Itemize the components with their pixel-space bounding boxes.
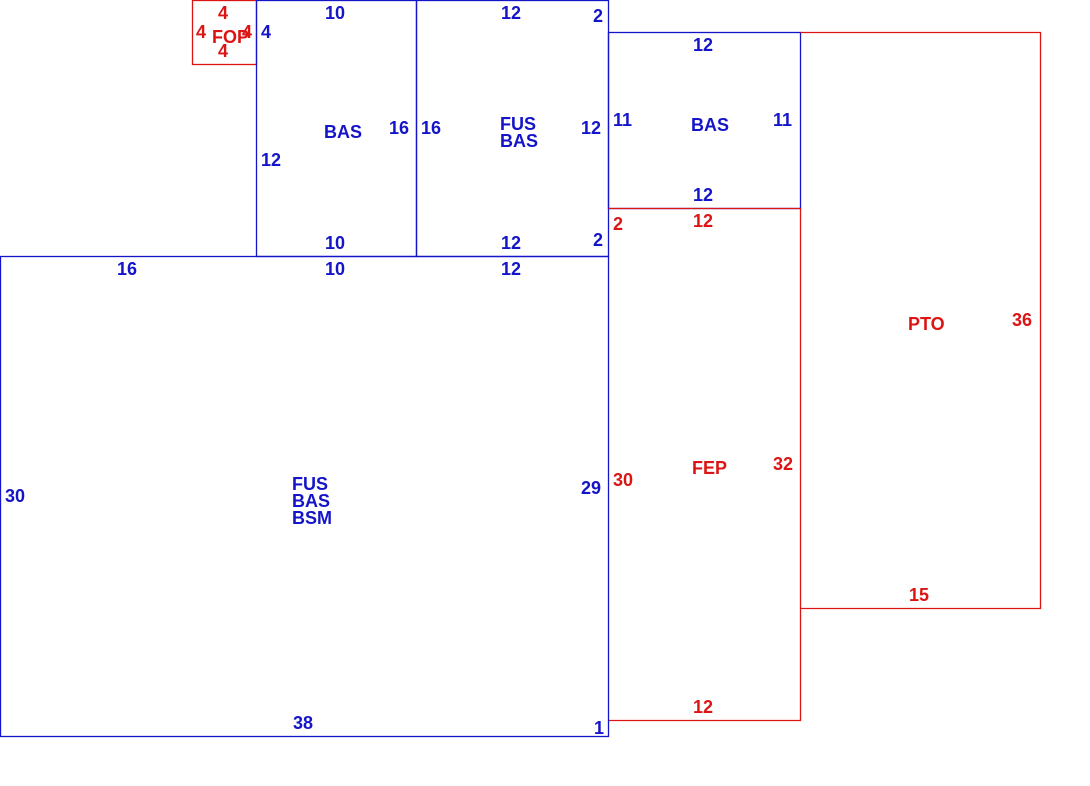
bas-ul-left-dimension-a: 4: [261, 22, 271, 42]
fep-left-dimension: 30: [613, 470, 633, 490]
pto-outline: [800, 31, 1042, 610]
main-bottom-dimension: 38: [293, 713, 313, 733]
fus-left-dimension: 16: [421, 118, 441, 138]
pto-label: PTO: [908, 314, 945, 334]
fep-right-dimension: 32: [773, 454, 793, 474]
main-right-dimension: 29: [581, 478, 601, 498]
fus-right-dimension: 12: [581, 118, 601, 138]
fus-bas-upper-label-line-1: FUS: [500, 114, 536, 134]
fop-bottom-dimension: 4: [218, 41, 228, 61]
fus-top-dimension: 12: [501, 3, 521, 23]
bas-r-bottom-dimension: 12: [693, 185, 713, 205]
fop-right-dimension: 4: [242, 22, 252, 42]
main-top-mid-dimension: 10: [325, 259, 345, 279]
main-top-left-dimension: 16: [117, 259, 137, 279]
bas-right-label: BAS: [691, 115, 729, 135]
fep-bottom-dimension: 12: [693, 697, 713, 717]
fep-label: FEP: [692, 458, 727, 478]
fop-left-dimension: 4: [196, 22, 206, 42]
main-area-label-line-2: BAS: [292, 491, 330, 511]
bas-r-right-dimension: 11: [773, 110, 792, 130]
pto-bottom-dimension: 15: [909, 585, 929, 605]
fep-top-dimension: 12: [693, 211, 713, 231]
bas-ul-bottom-dimension: 10: [325, 233, 345, 253]
main-left-dimension: 30: [5, 486, 25, 506]
fus-bas-upper-label-line-2: BAS: [500, 131, 538, 151]
fop-top-dimension: 4: [218, 3, 228, 23]
bas-ul-left-dimension-b: 12: [261, 150, 281, 170]
bas-ul-right-dimension: 16: [389, 118, 409, 138]
fop-label: FOP: [212, 27, 249, 47]
main-area-outline: [0, 255, 610, 738]
bas-r-left-dimension: 11: [613, 110, 632, 130]
bas-ul-top-dimension: 10: [325, 3, 345, 23]
fus-bottom-right-dimension: 2: [593, 230, 603, 250]
fep-outline: [608, 207, 802, 722]
main-top-right-dimension: 12: [501, 259, 521, 279]
fus-top-right-dimension: 2: [593, 6, 603, 26]
main-area-label-line-3: BSM: [292, 508, 332, 528]
bas-r-top-dimension: 12: [693, 35, 713, 55]
pto-right-dimension: 36: [1012, 310, 1032, 330]
main-area-label-line-1: FUS: [292, 474, 328, 494]
fep-top-left-dimension: 2: [613, 214, 623, 234]
fus-bottom-dimension: 12: [501, 233, 521, 253]
bas-upper-left-label: BAS: [324, 122, 362, 142]
main-bottom-right-dimension: 1: [594, 718, 604, 738]
